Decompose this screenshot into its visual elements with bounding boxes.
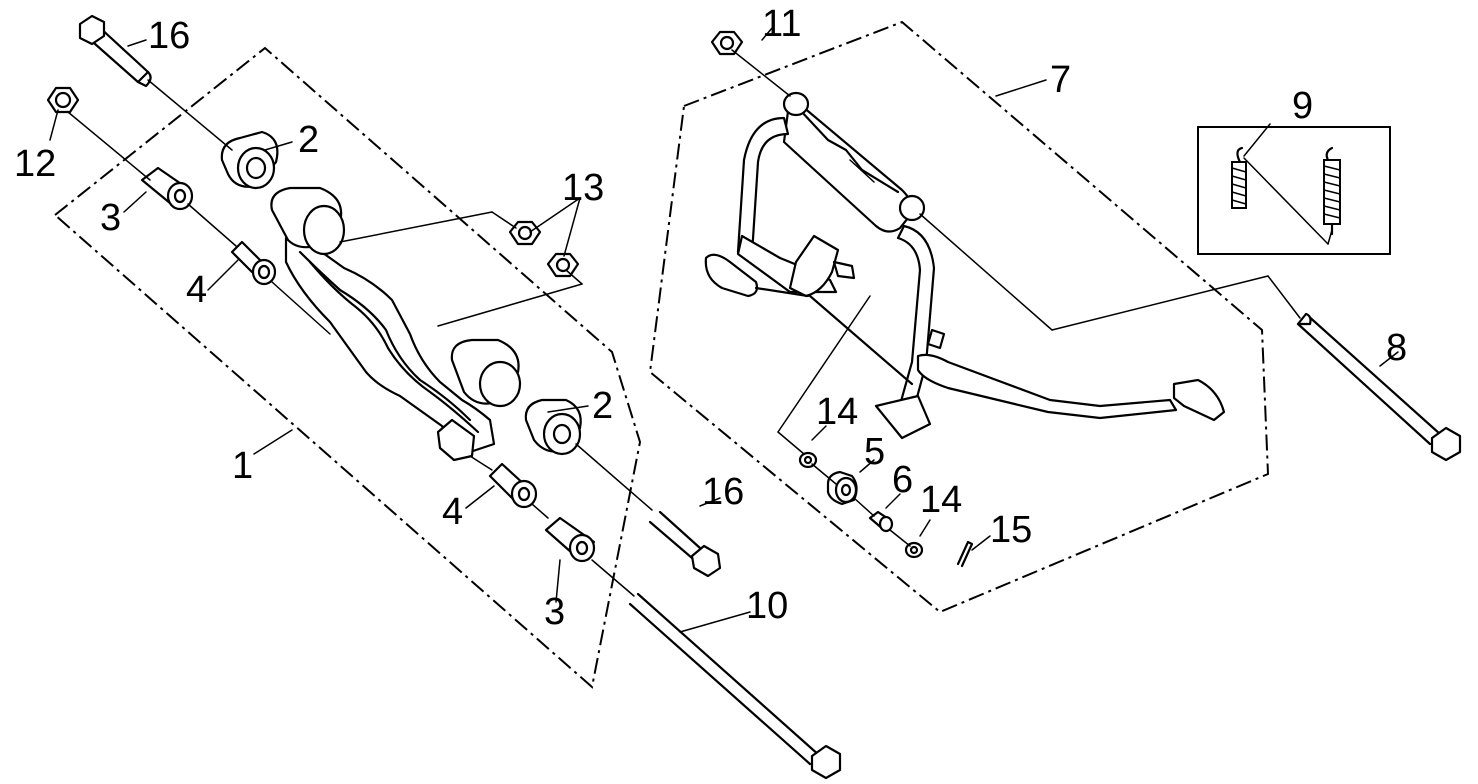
callout-16-lower: 16 xyxy=(702,471,744,513)
callout-10: 10 xyxy=(746,585,788,627)
washer-14-lower xyxy=(904,541,924,559)
callout-4-lower: 4 xyxy=(442,491,463,533)
nut-13 xyxy=(508,220,580,278)
callout-14-lower: 14 xyxy=(920,479,962,521)
nut-11 xyxy=(710,30,744,56)
bushing-2-lower xyxy=(524,398,582,456)
callout-12: 12 xyxy=(14,143,56,185)
callout-5: 5 xyxy=(864,431,885,473)
callout-7: 7 xyxy=(1050,59,1071,101)
spring-small-icon xyxy=(1231,146,1247,209)
left-leader-lines xyxy=(49,39,751,633)
right-leader-lines xyxy=(731,27,1399,551)
rod-10 xyxy=(628,592,842,780)
callout-3-upper: 3 xyxy=(100,197,121,239)
main-stand xyxy=(704,91,1226,440)
callout-15: 15 xyxy=(990,509,1032,551)
assembly-7-boundary xyxy=(648,20,1270,614)
spring-large-icon xyxy=(1323,146,1341,236)
callout-8: 8 xyxy=(1386,327,1407,369)
swing-bracket xyxy=(270,186,522,462)
callout-9: 9 xyxy=(1292,85,1313,127)
callout-3-lower: 3 xyxy=(544,591,565,633)
callout-2-lower: 2 xyxy=(592,385,613,427)
bushing-2-upper xyxy=(220,130,279,190)
callout-6: 6 xyxy=(892,459,913,501)
cotter-pin-15 xyxy=(956,540,974,568)
spacer-4-lower xyxy=(488,462,538,509)
bolt-16-lower xyxy=(648,510,722,578)
spacer-4-upper xyxy=(230,240,277,286)
collar-3-upper xyxy=(140,166,194,211)
roller-5 xyxy=(826,470,858,506)
callout-16-upper: 16 xyxy=(148,15,190,57)
callout-4-upper: 4 xyxy=(186,269,207,311)
nut-12 xyxy=(46,86,80,114)
callout-13: 13 xyxy=(562,167,604,209)
pin-6 xyxy=(868,510,894,533)
callout-2-upper: 2 xyxy=(298,119,319,161)
callout-1: 1 xyxy=(232,445,253,487)
bolt-8 xyxy=(1296,312,1462,462)
callout-14-upper: 14 xyxy=(816,391,858,433)
collar-3-lower xyxy=(544,516,596,563)
bolt-16-top xyxy=(78,14,152,88)
spring-box-9 xyxy=(1197,123,1391,255)
assembly-1-boundary xyxy=(53,46,642,689)
callout-11: 11 xyxy=(762,3,801,45)
